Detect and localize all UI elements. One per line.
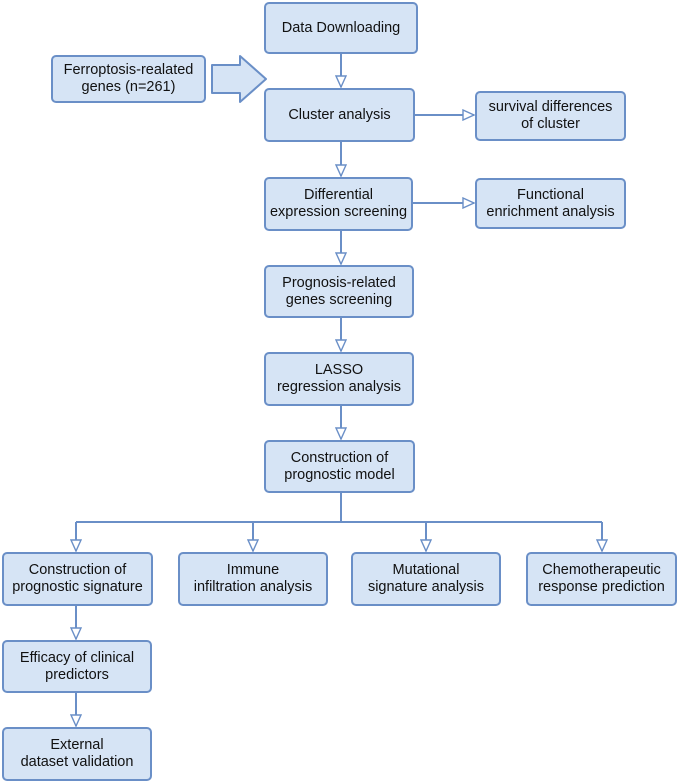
node-label-line: survival differences bbox=[488, 99, 613, 115]
node-cluster-analysis: Cluster analysis bbox=[264, 88, 415, 142]
node-label-line: Differential bbox=[303, 187, 374, 203]
node-label-line: dataset validation bbox=[20, 754, 134, 770]
node-label-line: External bbox=[50, 737, 104, 753]
node-label-line: signature analysis bbox=[367, 579, 485, 595]
node-label-line: of cluster bbox=[521, 116, 580, 132]
node-label-line: regression analysis bbox=[276, 379, 402, 395]
block-arrow-genes-to-cluster bbox=[211, 55, 267, 103]
node-label-line: Prognosis-related bbox=[282, 274, 396, 291]
node-label-line: Ferroptosis-realated bbox=[63, 62, 194, 78]
node-label-line: Chemotherapeutic bbox=[542, 562, 661, 578]
node-label-line: LASSO bbox=[314, 362, 364, 378]
node-label-line: Construction of bbox=[28, 562, 127, 578]
node-label-line: prognostic model bbox=[284, 466, 395, 483]
node-label-line: genes screening bbox=[285, 291, 393, 308]
node-label-line: Efficacy of clinical bbox=[19, 649, 135, 666]
node-label-line: Functional bbox=[517, 186, 584, 203]
node-label-line: prognostic signature bbox=[12, 579, 143, 595]
node-label-line: enrichment analysis bbox=[486, 203, 615, 220]
node-label-line: Mutational bbox=[392, 562, 460, 578]
node-data-downloading: Data Downloading bbox=[264, 2, 418, 54]
node-label-line: Data Downloading bbox=[281, 19, 401, 36]
node-label-line: expression screening bbox=[269, 204, 408, 220]
node-label-line: genes (n=261) bbox=[81, 79, 176, 95]
node-label-line: Immune bbox=[226, 562, 280, 578]
node-label-line: Cluster analysis bbox=[288, 106, 391, 123]
node-label-line: infiltration analysis bbox=[193, 579, 313, 595]
node-label-line: Construction of bbox=[290, 449, 389, 466]
node-label-line: predictors bbox=[45, 666, 109, 683]
node-label-line: response prediction bbox=[538, 579, 665, 595]
